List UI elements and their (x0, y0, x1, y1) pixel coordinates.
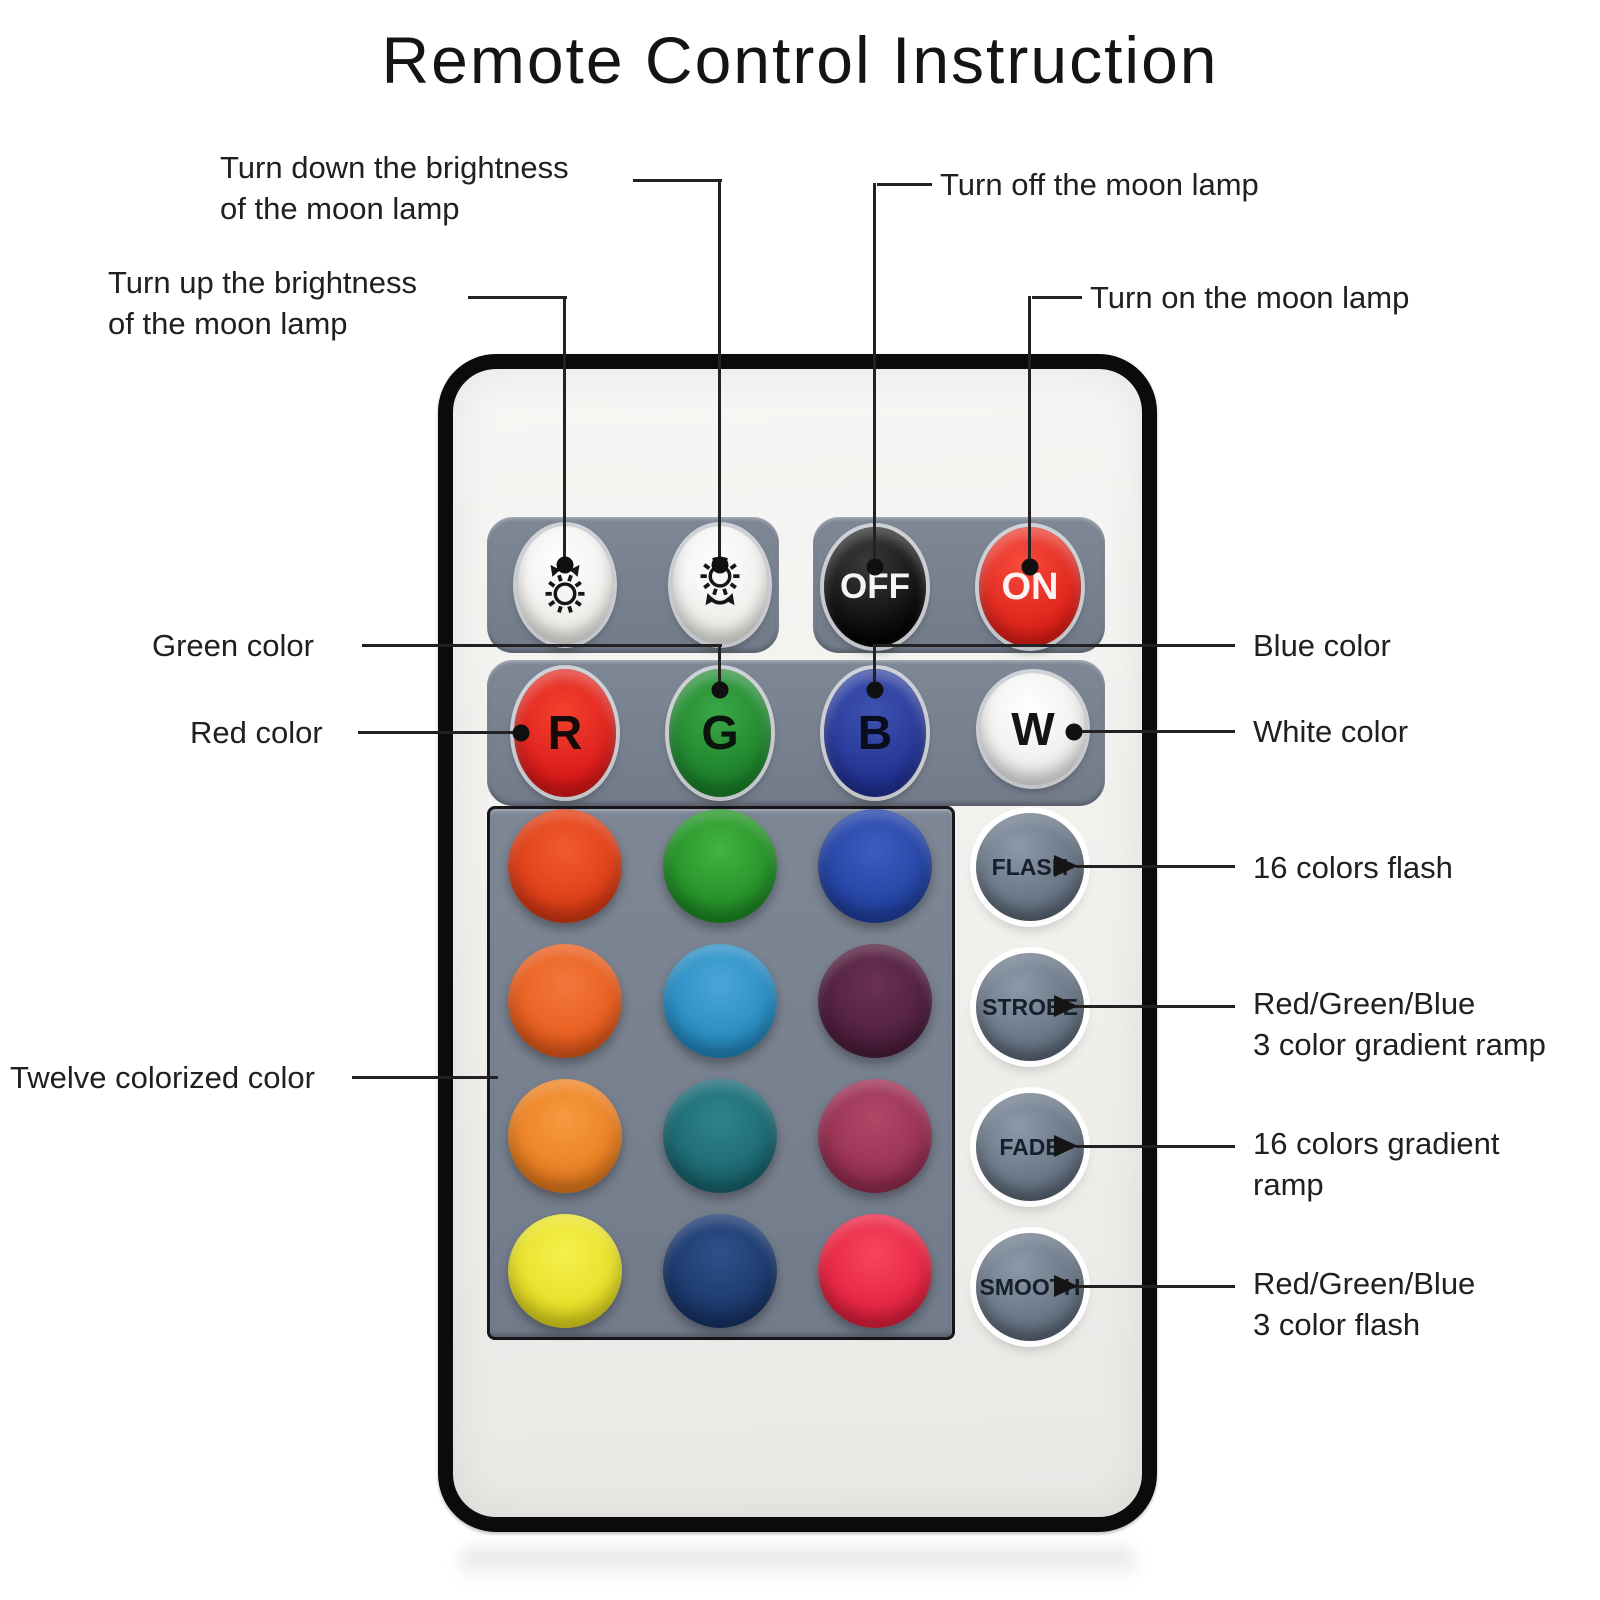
red-button[interactable]: R (514, 669, 616, 797)
callout-line-turn-down (633, 179, 722, 182)
fade-button-label: FADE (999, 1133, 1061, 1160)
arrow-fade-icon (1054, 1135, 1078, 1157)
arrow-strobe-icon (1054, 995, 1078, 1017)
label-turn-off: Turn off the moon lamp (940, 167, 1259, 202)
callout-line-turn-down-v (718, 179, 721, 563)
color-button-crimson[interactable] (818, 1214, 932, 1328)
label-turn-down: Turn down the brightness of the moon lam… (220, 150, 569, 226)
callout-line-strobe (1076, 1005, 1235, 1008)
label-strobe: Red/Green/Blue 3 color gradient ramp (1253, 986, 1546, 1062)
label-turn-up: Turn up the brightness of the moon lamp (108, 265, 418, 341)
dot-brightness-up (556, 556, 574, 574)
callout-line-red (358, 731, 518, 734)
label-white-color: White color (1253, 714, 1409, 749)
red-button-label: R (547, 706, 583, 760)
callout-line-green-v (718, 644, 721, 689)
callout-line-turn-up-v (563, 296, 566, 563)
color-button-maroon-rose[interactable] (818, 1079, 932, 1193)
callout-line-turn-off-v (873, 183, 876, 565)
color-button-red-orange[interactable] (508, 809, 622, 923)
label-twelve-color: Twelve colorized color (10, 1060, 315, 1095)
label-turn-on: Turn on the moon lamp (1090, 280, 1410, 315)
color-button-dark-plum[interactable] (818, 944, 932, 1058)
remote-reflection (458, 1548, 1138, 1582)
label-fade: 16 colors gradient ramp (1253, 1126, 1500, 1202)
color-button-light-orange[interactable] (508, 1079, 622, 1193)
label-green-color: Green color (152, 628, 314, 663)
arrow-smooth-icon (1054, 1275, 1078, 1297)
dot-green (711, 681, 729, 699)
color-button-yellow[interactable] (508, 1214, 622, 1328)
callout-line-green (362, 644, 722, 647)
dot-on (1021, 558, 1039, 576)
callout-line-turn-on (1032, 296, 1082, 299)
callout-line-white (1072, 730, 1235, 733)
dot-brightness-down (711, 556, 729, 574)
callout-line-turn-on-v (1028, 296, 1031, 565)
callout-line-smooth (1076, 1285, 1235, 1288)
page-title: Remote Control Instruction (381, 23, 1219, 97)
color-button-teal[interactable] (663, 1079, 777, 1193)
label-flash: 16 colors flash (1253, 850, 1453, 885)
dot-off (866, 558, 884, 576)
callout-line-twelve (352, 1076, 498, 1079)
dot-white (1065, 723, 1083, 741)
label-smooth: Red/Green/Blue 3 color flash (1253, 1266, 1476, 1342)
smooth-button[interactable]: SMOOTH (976, 1233, 1084, 1341)
color-button-green[interactable] (663, 809, 777, 923)
color-button-sky-blue[interactable] (663, 944, 777, 1058)
dot-blue (866, 681, 884, 699)
dot-red (512, 724, 530, 742)
white-button-label: W (1011, 703, 1055, 755)
twelve-color-grid (487, 806, 955, 1340)
callout-line-turn-up (468, 296, 567, 299)
label-blue-color: Blue color (1253, 628, 1391, 663)
label-red-color: Red color (190, 715, 323, 750)
color-button-royal-blue[interactable] (818, 809, 932, 923)
blue-button-label: B (857, 706, 893, 760)
color-button-orange[interactable] (508, 944, 622, 1058)
callout-line-blue-v (873, 644, 876, 689)
callout-line-flash (1076, 865, 1235, 868)
sun-arc-below-icon (700, 557, 740, 606)
callout-line-fade (1076, 1145, 1235, 1148)
color-button-navy[interactable] (663, 1214, 777, 1328)
callout-line-blue (877, 644, 1235, 647)
arrow-flash-icon (1054, 855, 1078, 877)
green-button-label: G (701, 706, 739, 760)
callout-line-turn-off (877, 183, 932, 186)
